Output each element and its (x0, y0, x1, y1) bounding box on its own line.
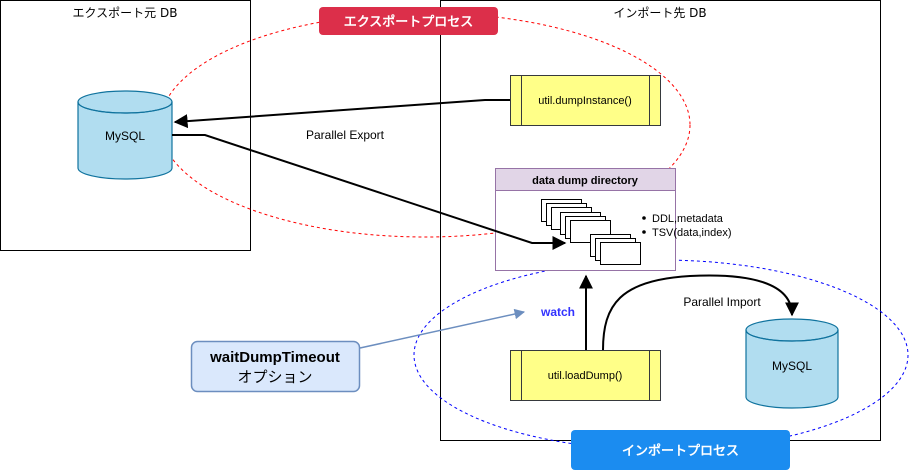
load-dump-process: util.loadDump() (510, 350, 661, 401)
parallel-import-arrow (602, 274, 799, 351)
export-mysql-database: MySQL (77, 90, 173, 180)
export-process-badge: エクスポートプロセス (319, 7, 498, 35)
import-mysql-label: MySQL (772, 359, 812, 373)
bullet-dot (642, 230, 646, 234)
document-stack-icon (541, 199, 641, 265)
option-caption: オプション (237, 368, 312, 386)
export-process-label: エクスポートプロセス (344, 14, 474, 30)
import-mysql-database: MySQL (745, 318, 839, 409)
dump-item-ddl: DDL,metadata (652, 213, 724, 225)
dump-instance-process: util.dumpInstance() (510, 75, 661, 126)
dump-instance-label: util.dumpInstance() (538, 95, 632, 107)
dump-request-arrow (173, 99, 510, 129)
parallel-export-label: Parallel Export (306, 128, 385, 142)
database-icon (745, 318, 839, 409)
dump-item-tsv: TSV(data,index) (652, 227, 731, 239)
dump-directory-title: data dump directory (532, 175, 639, 187)
option-pointer-arrow (359, 308, 526, 349)
export-mysql-label: MySQL (105, 129, 145, 143)
database-icon (77, 90, 173, 180)
option-name: waitDumpTimeout (209, 349, 340, 366)
wait-dump-timeout-option: waitDumpTimeout オプション (190, 340, 361, 393)
import-process-label: インポートプロセス (622, 443, 739, 459)
parallel-import-label: Parallel Import (683, 295, 761, 309)
import-process-ellipse (413, 259, 909, 451)
export-db-title: エクスポート元 DB (73, 6, 178, 20)
import-db-title: インポート先 DB (613, 6, 706, 20)
import-process-badge: インポートプロセス (571, 430, 790, 470)
load-dump-label: util.loadDump() (548, 370, 623, 382)
watch-label: watch (540, 305, 575, 319)
dump-directory: data dump directory DDL,metadata TSV(dat… (495, 168, 731, 271)
bullet-dot (642, 216, 646, 220)
parallel-export-arrow (172, 134, 567, 250)
